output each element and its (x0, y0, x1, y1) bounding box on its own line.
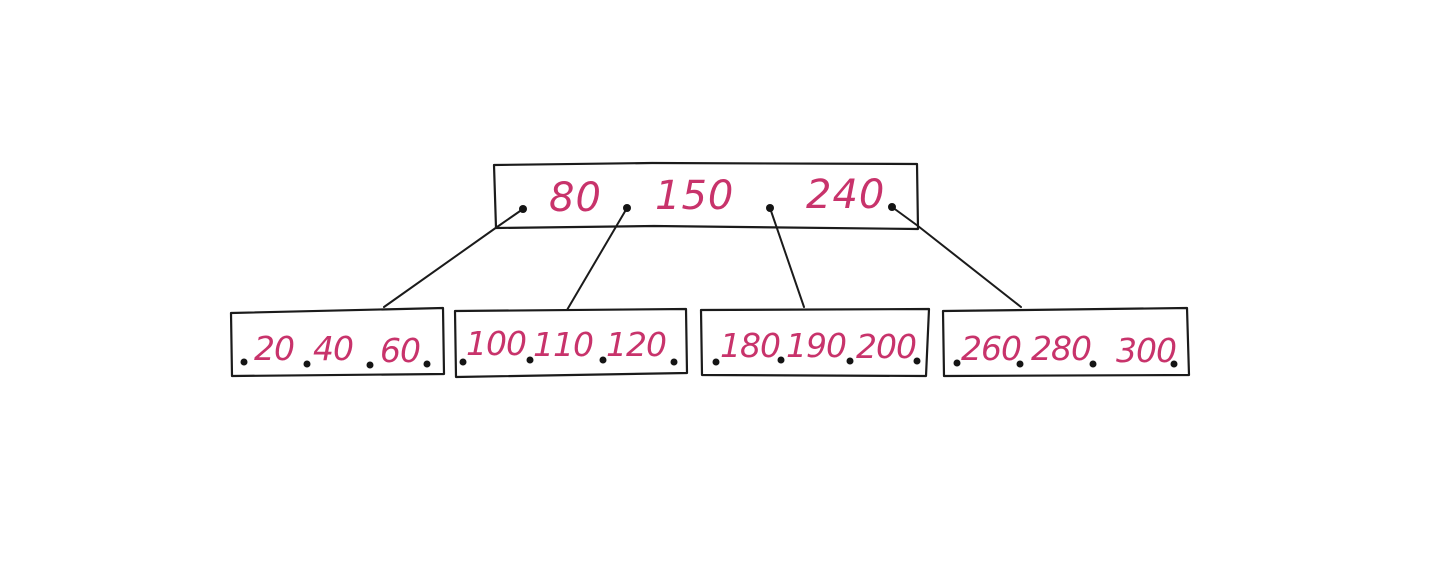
edge-root-to-leaf-2 (566, 207, 628, 311)
leaf-1-key-2: 40 (313, 329, 353, 368)
leaf-4-pointer-1 (953, 359, 961, 367)
leaf-3-pointer-3 (846, 357, 854, 365)
leaf-2-pointer-3 (599, 356, 607, 364)
root-pointer-2 (623, 204, 631, 212)
leaf-3-key-1: 180 (720, 326, 780, 365)
leaf-4-pointer-4 (1170, 360, 1178, 368)
edge-root-to-leaf-3 (769, 207, 805, 308)
leaf-1-pointer-1 (240, 358, 248, 366)
leaf-4-key-1: 260 (961, 329, 1021, 368)
leaf-3-pointer-4 (913, 357, 921, 365)
root-node: 80 150 240 (492, 161, 920, 231)
leaf-1-key-3: 60 (380, 331, 420, 370)
root-key-3: 240 (806, 172, 885, 218)
leaf-node-3: 180 190 200 (699, 307, 931, 378)
leaf-2-pointer-1 (459, 358, 467, 366)
leaf-1-pointer-3 (366, 361, 374, 369)
leaf-node-4-box (941, 306, 1191, 378)
leaf-node-1: 20 40 60 (229, 306, 446, 378)
leaf-4-pointer-2 (1016, 360, 1024, 368)
leaf-3-key-2: 190 (786, 326, 846, 365)
root-pointer-1 (519, 205, 527, 213)
root-pointer-3 (766, 204, 774, 212)
leaf-1-pointer-4 (423, 360, 431, 368)
root-key-2: 150 (655, 173, 734, 219)
leaf-2-key-2: 110 (533, 325, 593, 364)
leaf-node-4: 260 280 300 (941, 306, 1191, 378)
leaf-node-3-box (699, 307, 931, 378)
root-key-1: 80 (549, 175, 602, 221)
leaf-4-key-3: 300 (1116, 331, 1176, 370)
leaf-2-pointer-2 (526, 356, 534, 364)
leaf-2-key-1: 100 (466, 324, 526, 363)
leaf-1-pointer-2 (303, 360, 311, 368)
root-pointer-4 (888, 203, 896, 211)
edges (383, 206, 1022, 311)
leaf-3-pointer-2 (777, 356, 785, 364)
leaf-4-key-2: 280 (1031, 329, 1091, 368)
leaf-3-key-3: 200 (856, 327, 916, 366)
root-node-box (492, 161, 920, 231)
leaf-2-pointer-4 (670, 358, 678, 366)
leaf-4-pointer-3 (1089, 360, 1097, 368)
leaf-3-pointer-1 (712, 358, 720, 366)
leaf-node-2: 100 110 120 (453, 307, 689, 379)
leaf-node-1-box (229, 306, 446, 378)
leaf-1-key-1: 20 (254, 329, 294, 368)
edge-root-to-leaf-1 (383, 208, 524, 308)
leaf-node-2-box (453, 307, 689, 379)
edge-root-to-leaf-4 (891, 206, 1022, 308)
leaf-2-key-3: 120 (606, 325, 666, 364)
